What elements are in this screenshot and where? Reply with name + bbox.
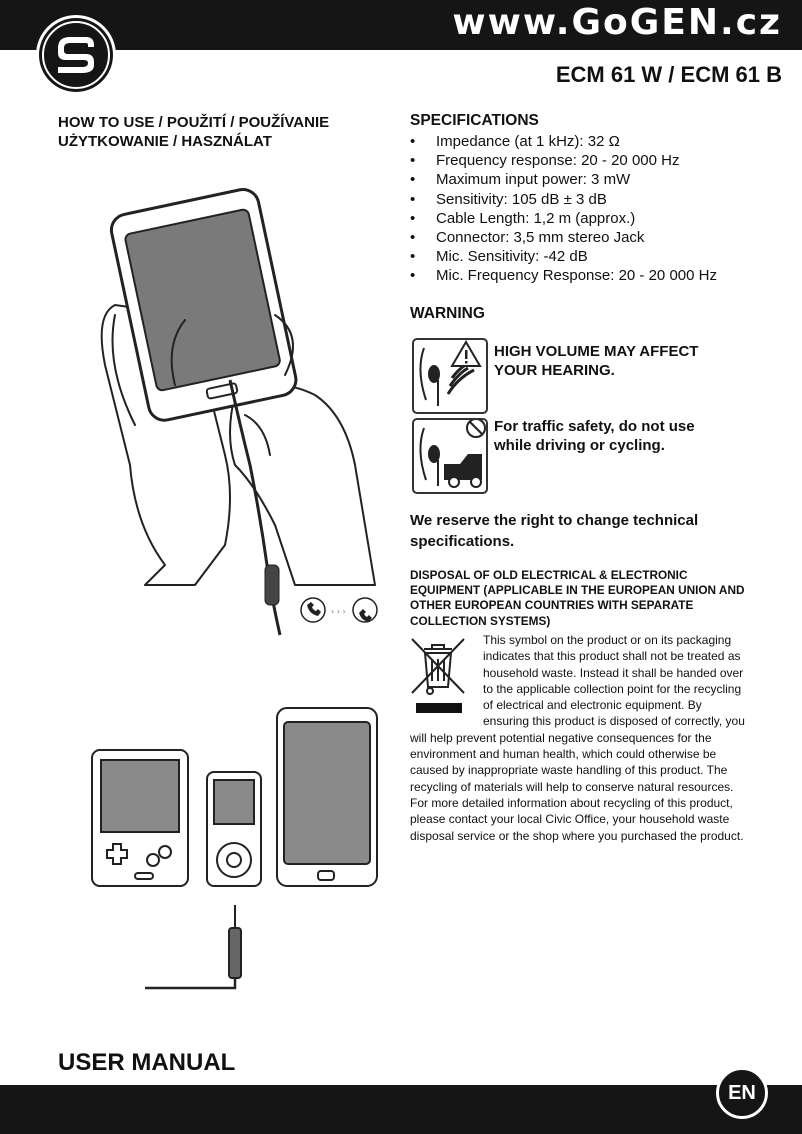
traffic-warning-text: For traffic safety, do not use while dri… — [494, 417, 744, 455]
user-manual-title: USER MANUAL — [58, 1049, 236, 1076]
traffic-safety-icon — [412, 418, 488, 494]
volume-warning-line1: HIGH VOLUME MAY AFFECT — [494, 343, 699, 360]
disposal-paragraph: This symbol on the product or on its pac… — [410, 633, 745, 843]
reserve-rights-notice: We reserve the right to change technical… — [410, 512, 699, 550]
howto-line1: HOW TO USE / POUŽITÍ / POUŽÍVANIE — [58, 114, 330, 131]
spec-item: Maximum input power: 3 mW — [410, 170, 717, 189]
volume-warning-text: HIGH VOLUME MAY AFFECT YOUR HEARING. — [494, 342, 744, 380]
footer-bar — [0, 1085, 802, 1134]
volume-warning-line2: YOUR HEARING. — [494, 362, 615, 379]
spec-item: Sensitivity: 105 dB ± 3 dB — [410, 190, 717, 209]
spec-item: Cable Length: 1,2 m (approx.) — [410, 209, 717, 228]
model-title: ECM 61 W / ECM 61 B — [555, 62, 782, 87]
language-badge: EN — [716, 1067, 768, 1119]
traffic-warning-line1: For traffic safety, do not use — [494, 418, 695, 435]
spec-item: Mic. Frequency Response: 20 - 20 000 Hz — [410, 266, 717, 285]
high-volume-icon — [412, 338, 488, 414]
disposal-heading: DISPOSAL OF OLD ELECTRICAL & ELECTRONIC … — [410, 568, 745, 628]
warning-heading: WARNING — [410, 305, 485, 322]
howto-line2: UŻYTKOWANIE / HASZNÁLAT — [58, 133, 272, 150]
svg-text:› › ›: › › › — [331, 607, 346, 616]
site-url[interactable]: www.GoGEN.cz — [452, 2, 782, 43]
spec-item: Impedance (at 1 kHz): 32 Ω — [410, 132, 717, 151]
gogen-logo — [36, 15, 116, 95]
compatible-devices-illustration — [91, 707, 378, 990]
spec-item: Connector: 3,5 mm stereo Jack — [410, 228, 717, 247]
howto-heading: HOW TO USE / POUŽITÍ / POUŽÍVANIE UŻYTKO… — [58, 113, 329, 151]
header-bar: www.GoGEN.cz — [0, 0, 802, 50]
spec-item: Mic. Sensitivity: -42 dB — [410, 247, 717, 266]
specifications-heading: SPECIFICATIONS — [410, 112, 539, 129]
traffic-warning-line2: while driving or cycling. — [494, 437, 665, 454]
phone-in-hands-illustration: › › › — [100, 188, 378, 636]
crossed-bin-icon — [410, 635, 466, 715]
spec-item: Frequency response: 20 - 20 000 Hz — [410, 151, 717, 170]
specifications-list: Impedance (at 1 kHz): 32 Ω Frequency res… — [410, 132, 717, 286]
